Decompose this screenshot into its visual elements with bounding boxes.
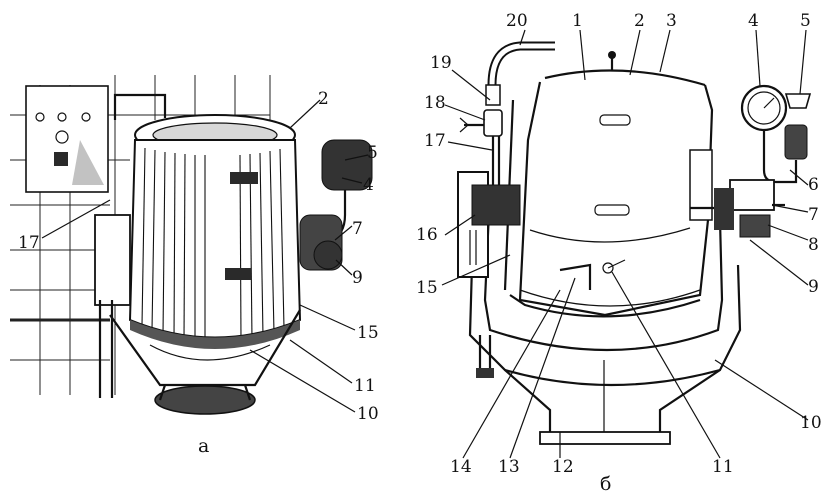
label-a-4: 4 [363, 175, 374, 195]
label-a-2: 2 [318, 89, 329, 109]
label-b-19: 19 [430, 53, 452, 73]
left-steam-box [457, 171, 521, 378]
right-gauge-valves [690, 84, 812, 238]
label-b-17: 17 [424, 131, 446, 151]
kettle-body-external [128, 114, 302, 349]
caption-a: а [198, 435, 209, 457]
label-b-5: 5 [800, 11, 811, 31]
leader-lines-b [441, 29, 809, 459]
label-b-3: 3 [666, 11, 677, 31]
label-b-15: 15 [416, 278, 438, 298]
label-b-4: 4 [748, 11, 759, 31]
label-b-10: 10 [800, 413, 822, 433]
label-a-17: 17 [18, 233, 40, 253]
figure-a-drawing: 2 5 4 7 9 15 11 10 17 а [10, 75, 379, 457]
label-b-12: 12 [552, 457, 574, 477]
bottom-fittings [559, 259, 626, 290]
label-b-20: 20 [506, 11, 528, 31]
label-b-8: 8 [808, 235, 819, 255]
wall-tile-grid [10, 75, 271, 395]
caption-b: б [600, 473, 611, 495]
label-b-16: 16 [416, 225, 438, 245]
label-b-7: 7 [808, 205, 819, 225]
kettle-base-external [109, 309, 301, 415]
label-b-18: 18 [424, 93, 446, 113]
label-b-11: 11 [712, 457, 734, 477]
label-b-9: 9 [808, 277, 819, 297]
label-b-2: 2 [634, 11, 645, 31]
steam-inlet-pipe [459, 41, 555, 185]
label-a-15: 15 [357, 323, 379, 343]
figure-b-drawing: 20 1 2 3 4 5 19 18 17 16 15 6 7 8 9 10 1… [416, 11, 822, 495]
right-fittings-external [299, 139, 373, 271]
label-a-11: 11 [354, 376, 376, 396]
label-a-9: 9 [352, 268, 363, 288]
label-a-10: 10 [357, 404, 379, 424]
label-b-6: 6 [808, 175, 819, 195]
control-panel [25, 85, 109, 193]
label-b-13: 13 [498, 457, 520, 477]
label-a-7: 7 [352, 219, 363, 239]
side-pipe-left [94, 93, 167, 398]
label-b-14: 14 [450, 457, 472, 477]
leader-lines-a [41, 99, 369, 413]
label-a-5: 5 [367, 143, 378, 163]
inner-vessel [503, 51, 714, 318]
label-b-1: 1 [572, 11, 583, 31]
